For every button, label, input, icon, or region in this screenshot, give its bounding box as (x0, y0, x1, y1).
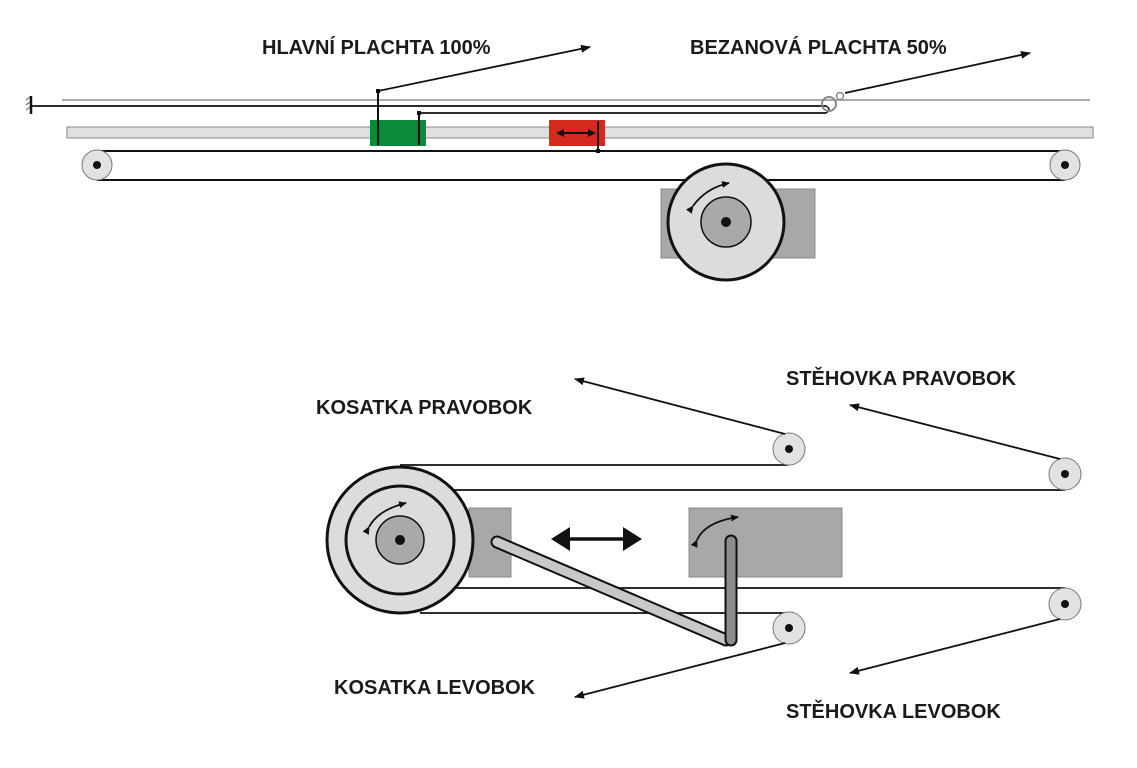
label-main-sail: HLAVNÍ PLACHTA 100% (262, 36, 491, 59)
idler-pulley-right (1049, 149, 1081, 181)
rotation-arrow-icon (686, 181, 730, 214)
drive-drum (666, 162, 786, 282)
arrow-jib-port (574, 642, 786, 699)
right-block (688, 507, 843, 578)
bottom-mechanism: KOSATKA PRAVOBOK STĚHOVKA PRAVOBOK KOSAT… (316, 366, 1082, 723)
arrow-staysail-starboard (849, 403, 1061, 460)
top-mechanism: HLAVNÍ PLACHTA 100% BEZANOVÁ PLACHTA 50% (25, 36, 1094, 282)
wall-anchor-icon (25, 96, 33, 114)
double-arrow-icon (556, 129, 596, 137)
big-double-arrow-icon (551, 527, 642, 551)
main-sail-slider (370, 120, 426, 146)
arrow-staysail-port (849, 618, 1061, 675)
connecting-arm (492, 537, 731, 645)
double-drum (325, 465, 475, 615)
arrow-jib-starboard (574, 377, 786, 435)
pulley-staysail-starboard (1048, 457, 1082, 491)
idler-pulley-left (81, 149, 113, 181)
rotation-arrow-drum-icon (362, 501, 407, 535)
pulley-jib-starboard (772, 432, 806, 466)
block-pulley-icon (821, 91, 845, 112)
label-staysail-starboard: STĚHOVKA PRAVOBOK (786, 366, 1017, 390)
pulley-jib-port (772, 611, 806, 645)
rotation-arrow-lever-icon (690, 514, 739, 548)
pulley-staysail-port (1048, 587, 1082, 621)
arrow-main-sail (377, 44, 591, 92)
label-mizzen-sail: BEZANOVÁ PLACHTA 50% (690, 36, 947, 59)
label-jib-starboard: KOSATKA PRAVOBOK (316, 397, 533, 419)
label-staysail-port: STĚHOVKA LEVOBOK (786, 699, 1001, 723)
arrow-mizzen-sail (844, 50, 1031, 94)
label-jib-port: KOSATKA LEVOBOK (334, 677, 536, 699)
